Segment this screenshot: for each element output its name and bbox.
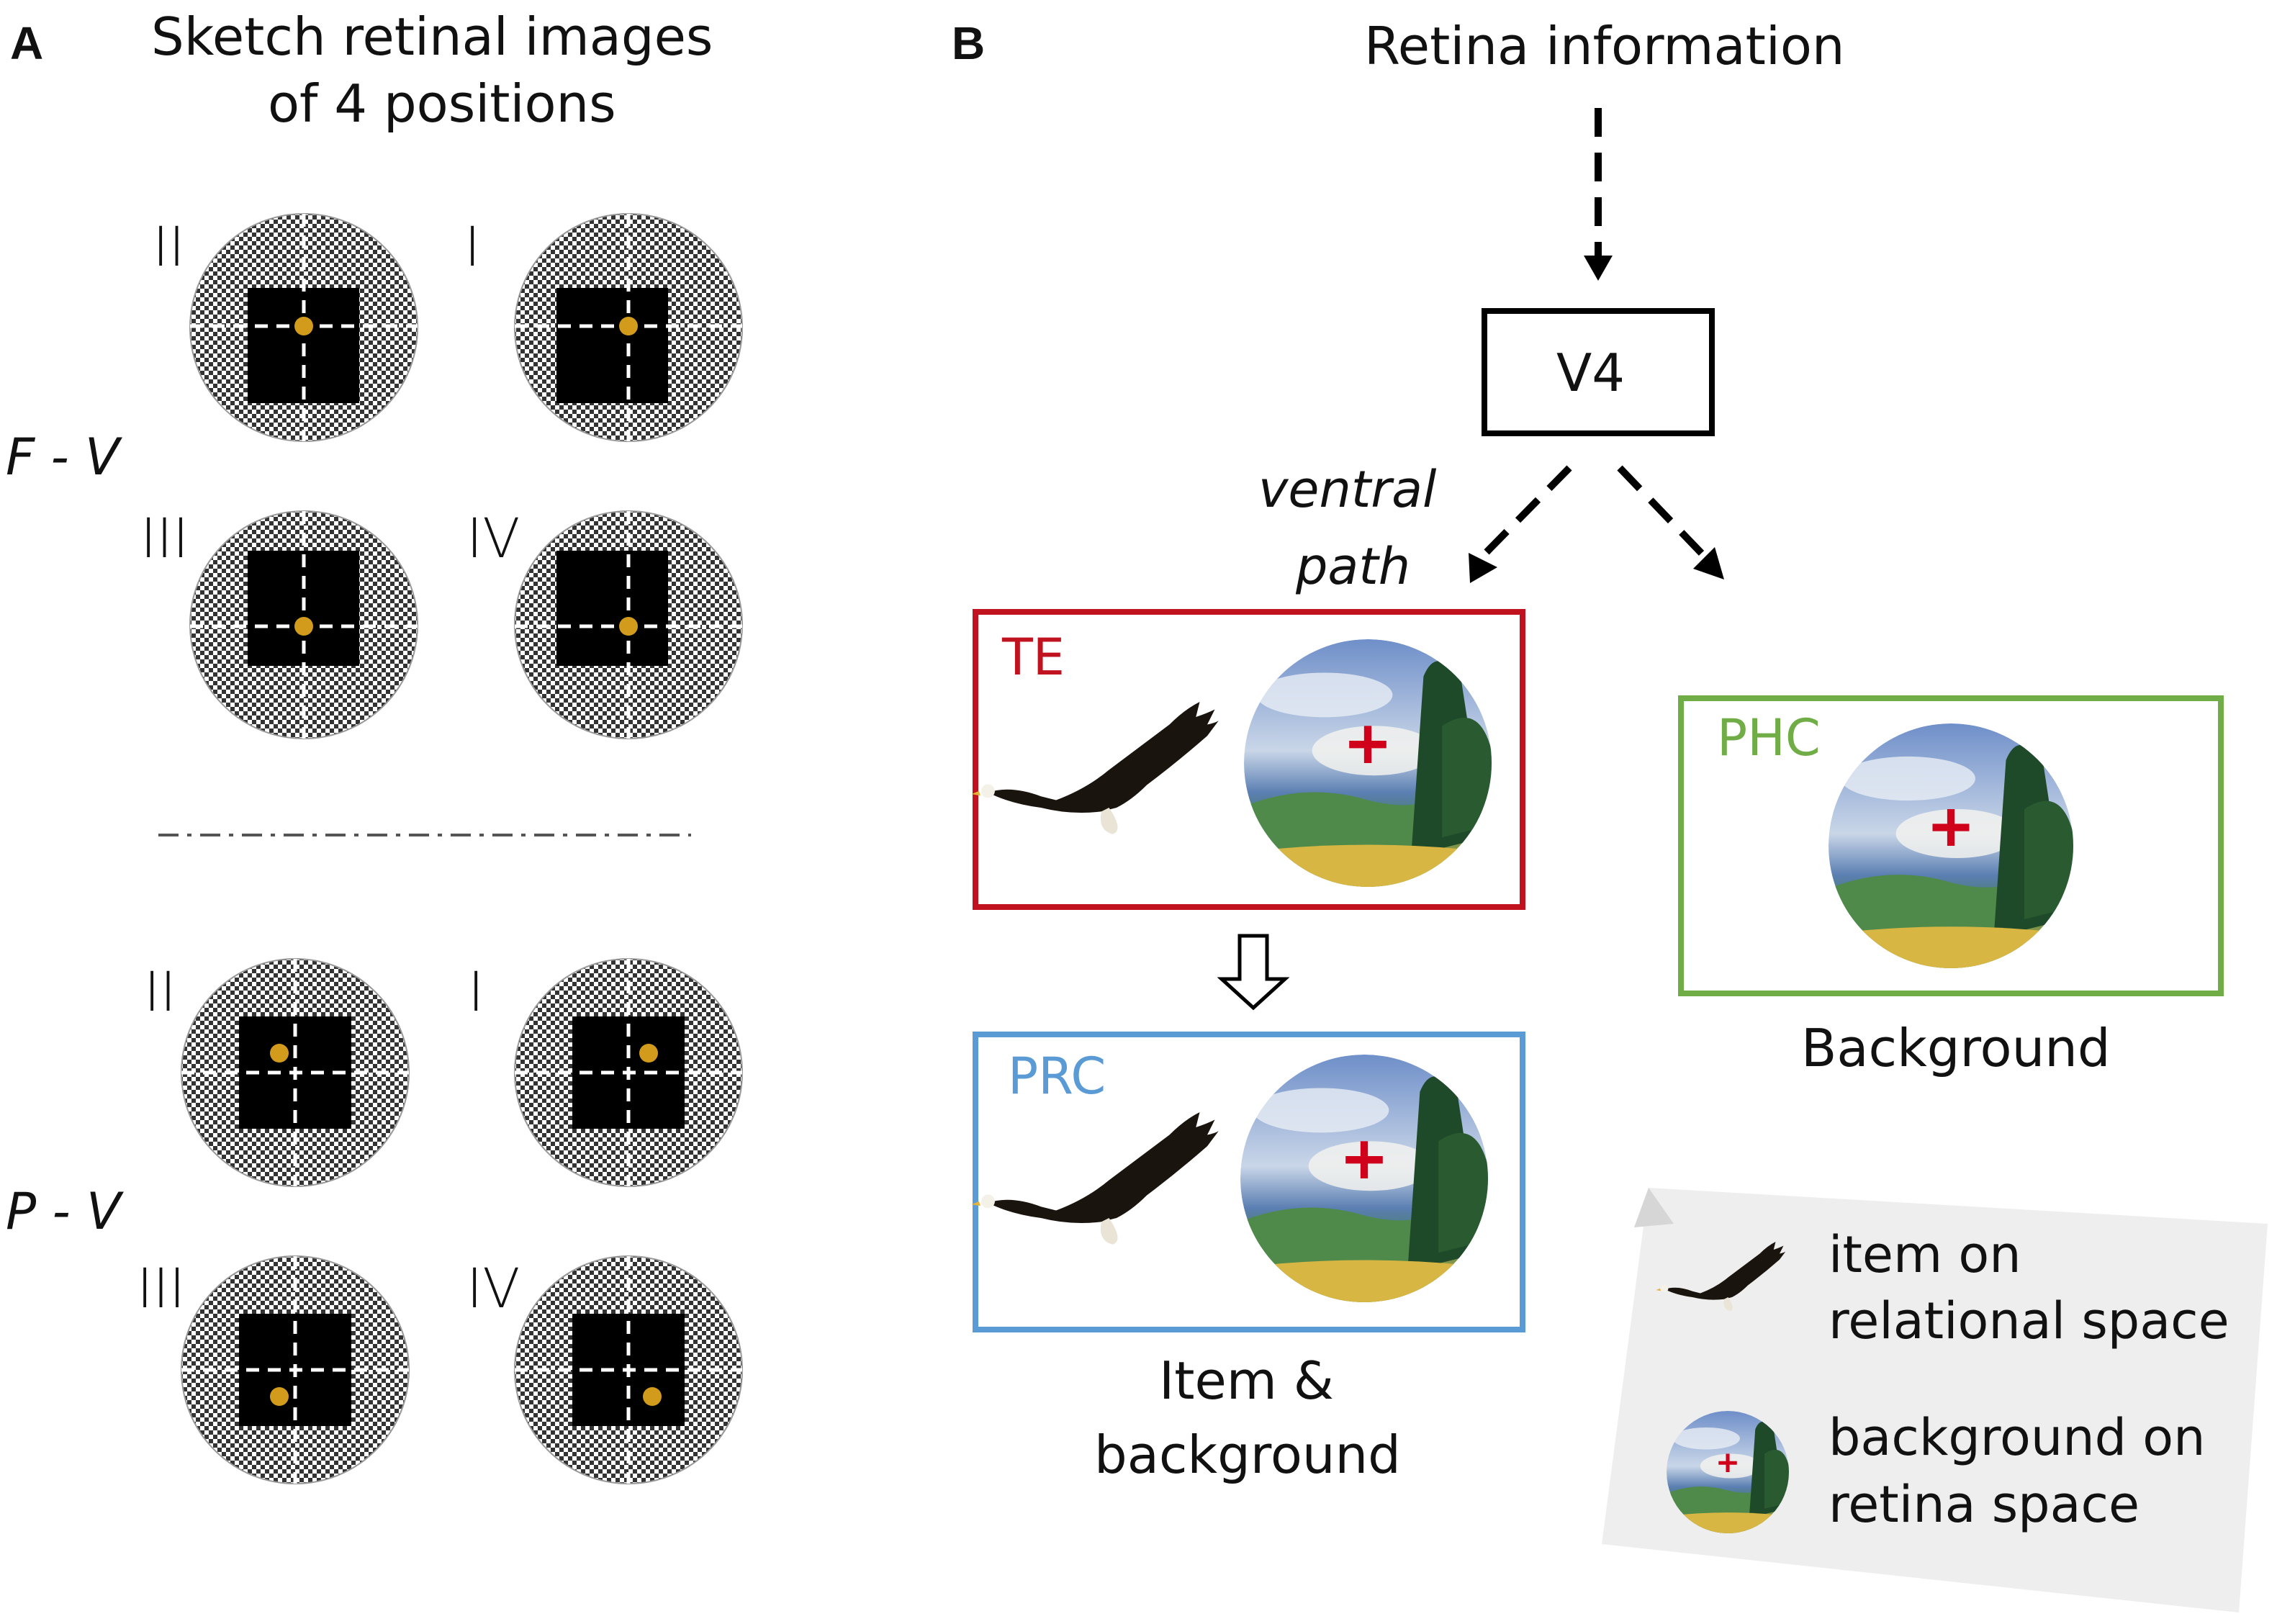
fv-quadrant-label-I: I (464, 215, 481, 279)
phc-label: PHC (1717, 708, 1821, 767)
fixation-dot (619, 317, 638, 335)
panel-a (158, 213, 743, 1484)
ventral-path-line2: path (1296, 537, 1411, 596)
prc-background-image (1240, 1055, 1488, 1302)
fv-retina-I (514, 213, 743, 442)
pv-quadrant-label-I: I (468, 960, 484, 1024)
legend-bg-line1: background on (1829, 1408, 2206, 1467)
object-dot (270, 1044, 289, 1063)
ventral-path-line1: ventral (1258, 460, 1437, 519)
arrow-v4-to-phc (1617, 465, 1705, 557)
pv-retina-II (181, 958, 410, 1187)
fv-quadrant-label-III: III (140, 506, 189, 570)
te-label: TE (1002, 628, 1065, 687)
panel-b-letter: B (952, 17, 986, 69)
pv-retina-I (514, 958, 743, 1187)
arrow-te-to-prc (1217, 934, 1290, 1011)
fv-retina-IV (514, 510, 743, 739)
prc-label: PRC (1008, 1047, 1106, 1106)
fixation-dot (294, 317, 313, 335)
prc-caption-line1: Item & (1159, 1350, 1334, 1411)
object-dot (643, 1387, 662, 1406)
fv-quadrant-label-II: II (153, 215, 185, 279)
legend-item-line1: item on (1829, 1225, 2021, 1284)
panel-a-letter: A (10, 17, 44, 69)
legend-background-icon (1667, 1411, 1789, 1533)
prc-caption-line2: background (1094, 1425, 1401, 1485)
retina-information-label: Retina information (1364, 16, 1845, 76)
fixation-dot (619, 617, 638, 636)
pv-group-label: P - V (6, 1182, 121, 1241)
panel-a-title-line2: of 4 positions (268, 73, 616, 134)
v4-label: V4 (1556, 343, 1626, 403)
panel-a-title-line1: Sketch retinal images (151, 6, 713, 67)
fv-retina-III (189, 510, 418, 739)
te-background-image (1244, 639, 1492, 887)
fv-quadrant-label-IV: IV (466, 506, 520, 570)
fv-group-label: F - V (6, 428, 120, 487)
pv-quadrant-label-III: III (137, 1256, 186, 1320)
object-dot (270, 1387, 289, 1406)
phc-caption: Background (1801, 1018, 2111, 1078)
legend-item-line2: relational space (1829, 1291, 2229, 1350)
arrow-v4-to-te (1482, 465, 1572, 557)
pv-quadrant-label-II: II (144, 960, 176, 1024)
pv-retina-III (181, 1255, 410, 1484)
panel-b (971, 108, 2268, 1612)
fv-retina-II (189, 213, 418, 442)
v4-box (1482, 308, 1715, 436)
pv-retina-IV (514, 1255, 743, 1484)
pv-quadrant-label-IV: IV (466, 1256, 520, 1320)
object-dot (639, 1044, 658, 1063)
fixation-dot (294, 617, 313, 636)
phc-background-image (1829, 723, 2073, 968)
legend-bg-line2: retina space (1829, 1475, 2140, 1534)
